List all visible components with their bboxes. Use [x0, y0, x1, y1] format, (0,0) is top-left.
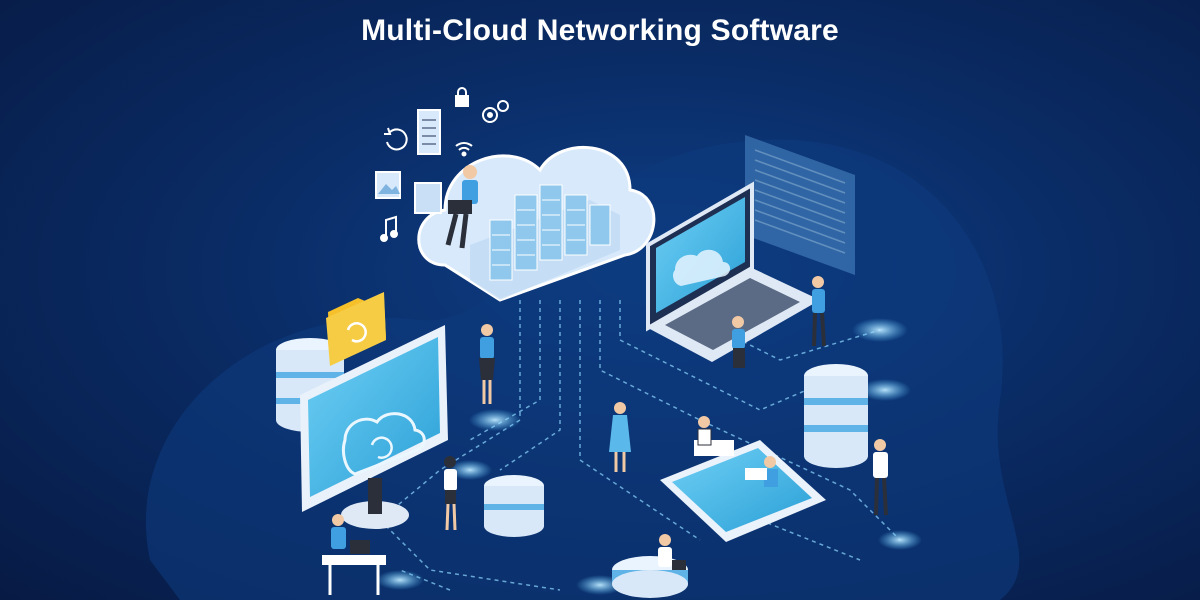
laptop [646, 181, 826, 368]
person-on-platform [658, 534, 686, 570]
database-stack-small [484, 475, 544, 537]
people [322, 324, 888, 595]
wifi-icon [455, 142, 473, 157]
people-on-phone [694, 416, 778, 487]
desktop-monitor [276, 325, 448, 529]
person-standing-laptop [812, 276, 826, 347]
person-woman-left [444, 456, 457, 531]
lock-icon [455, 87, 469, 107]
person-woman-blue-dress [609, 402, 631, 472]
page-title: Multi-Cloud Networking Software [361, 14, 839, 47]
document-icon [417, 109, 441, 155]
smartphone [660, 416, 826, 542]
person-at-laptop [732, 316, 745, 368]
folder-sync-icon [326, 292, 386, 366]
person-man-right [873, 439, 888, 516]
cloud-server [417, 146, 656, 302]
floating-icons [375, 87, 509, 242]
music-icon [380, 215, 398, 242]
person-woman-center [479, 324, 495, 404]
person-at-desk [322, 514, 386, 595]
person-on-cloud [445, 165, 478, 249]
image-icon [375, 171, 401, 199]
gear-icon [482, 100, 509, 123]
glow-nodes [376, 318, 922, 595]
data-panel [745, 135, 855, 275]
refresh-icon [384, 127, 408, 151]
database-stack-right [804, 364, 868, 468]
file-icon [414, 182, 442, 214]
